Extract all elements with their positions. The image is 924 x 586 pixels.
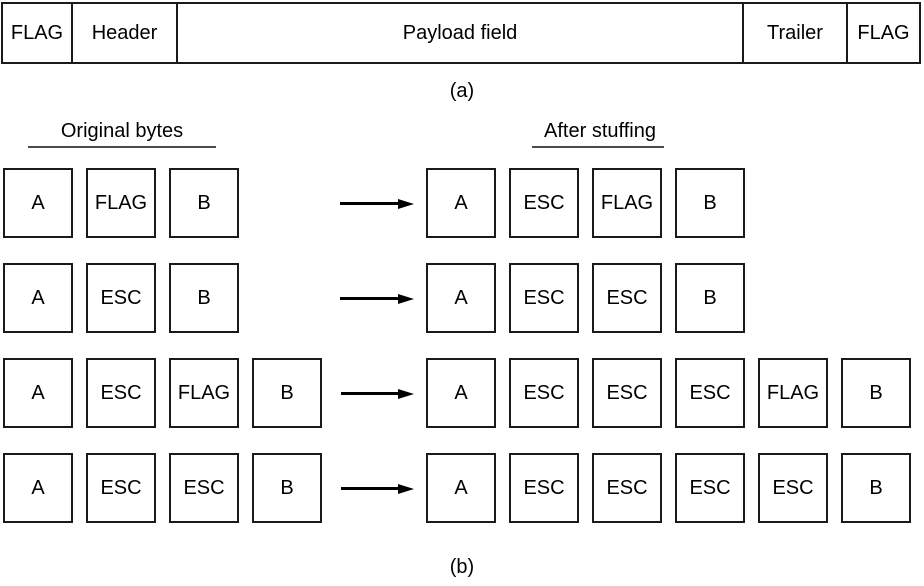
- right-arrow-icon: [340, 294, 415, 304]
- heading-after-stuffing: After stuffing: [510, 120, 690, 148]
- heading-original-bytes-label: Original bytes: [60, 120, 184, 142]
- original-byte-group: A FLAG B: [3, 168, 239, 240]
- byte-box: A: [426, 263, 496, 333]
- frame-cell-trailer: Trailer: [744, 4, 848, 62]
- byte-box: ESC: [86, 358, 156, 428]
- stuffing-row: A FLAG B A ESC FLAG B: [0, 168, 924, 240]
- right-arrow-icon: [340, 199, 415, 209]
- stuffed-byte-group: A ESC ESC B: [426, 263, 745, 335]
- arrow-head: [398, 389, 414, 399]
- byte-box: FLAG: [86, 168, 156, 238]
- arrow-shaft: [341, 487, 400, 490]
- byte-box: B: [675, 263, 745, 333]
- heading-original-bytes: Original bytes: [22, 120, 222, 148]
- byte-box: ESC: [592, 263, 662, 333]
- byte-box: B: [675, 168, 745, 238]
- byte-box: B: [252, 358, 322, 428]
- arrow-shaft: [340, 297, 400, 300]
- right-arrow-icon: [341, 389, 415, 399]
- heading-original-bytes-rule: [28, 146, 216, 148]
- frame-cell-header: Header: [73, 4, 178, 62]
- caption-panel-a: (a): [449, 80, 475, 102]
- arrow-head: [398, 199, 414, 209]
- byte-box: B: [169, 168, 239, 238]
- byte-box: A: [3, 263, 73, 333]
- caption-panel-b: (b): [449, 556, 475, 578]
- frame-cell-flag-start: FLAG: [3, 4, 73, 62]
- arrow-head: [398, 294, 414, 304]
- frame-cell-payload: Payload field: [178, 4, 744, 62]
- byte-stuffing-diagram: Original bytes After stuffing A FLAG B A…: [0, 118, 924, 548]
- byte-box: A: [426, 168, 496, 238]
- stuffed-byte-group: A ESC ESC ESC FLAG B: [426, 358, 911, 430]
- stuffed-byte-group: A ESC FLAG B: [426, 168, 745, 240]
- byte-box: ESC: [592, 453, 662, 523]
- arrow-shaft: [341, 392, 400, 395]
- byte-box: ESC: [86, 263, 156, 333]
- byte-box: FLAG: [169, 358, 239, 428]
- heading-after-stuffing-rule: [532, 146, 664, 148]
- stuffing-row: A ESC ESC B A ESC ESC ESC ESC B: [0, 453, 924, 525]
- byte-box: ESC: [169, 453, 239, 523]
- arrow-shaft: [340, 202, 400, 205]
- byte-box: A: [3, 453, 73, 523]
- byte-box: ESC: [675, 358, 745, 428]
- original-byte-group: A ESC B: [3, 263, 239, 335]
- byte-box: B: [841, 358, 911, 428]
- right-arrow-icon: [341, 484, 415, 494]
- frame-layout-diagram: FLAG Header Payload field Trailer FLAG: [1, 2, 921, 64]
- byte-box: ESC: [592, 358, 662, 428]
- byte-box: A: [426, 358, 496, 428]
- original-byte-group: A ESC ESC B: [3, 453, 322, 525]
- original-byte-group: A ESC FLAG B: [3, 358, 322, 430]
- byte-box: B: [169, 263, 239, 333]
- arrow-head: [398, 484, 414, 494]
- byte-box: ESC: [509, 358, 579, 428]
- byte-box: B: [252, 453, 322, 523]
- byte-box: A: [3, 168, 73, 238]
- stuffed-byte-group: A ESC ESC ESC ESC B: [426, 453, 911, 525]
- stuffing-row: A ESC B A ESC ESC B: [0, 263, 924, 335]
- stuffing-row: A ESC FLAG B A ESC ESC ESC FLAG B: [0, 358, 924, 430]
- heading-after-stuffing-label: After stuffing: [544, 120, 656, 142]
- byte-box: ESC: [675, 453, 745, 523]
- byte-box: A: [3, 358, 73, 428]
- byte-box: ESC: [509, 453, 579, 523]
- byte-box: B: [841, 453, 911, 523]
- byte-box: ESC: [86, 453, 156, 523]
- byte-box: ESC: [509, 263, 579, 333]
- byte-box: ESC: [509, 168, 579, 238]
- byte-box: ESC: [758, 453, 828, 523]
- frame-cell-flag-end: FLAG: [848, 4, 919, 62]
- byte-box: A: [426, 453, 496, 523]
- byte-box: FLAG: [592, 168, 662, 238]
- byte-box: FLAG: [758, 358, 828, 428]
